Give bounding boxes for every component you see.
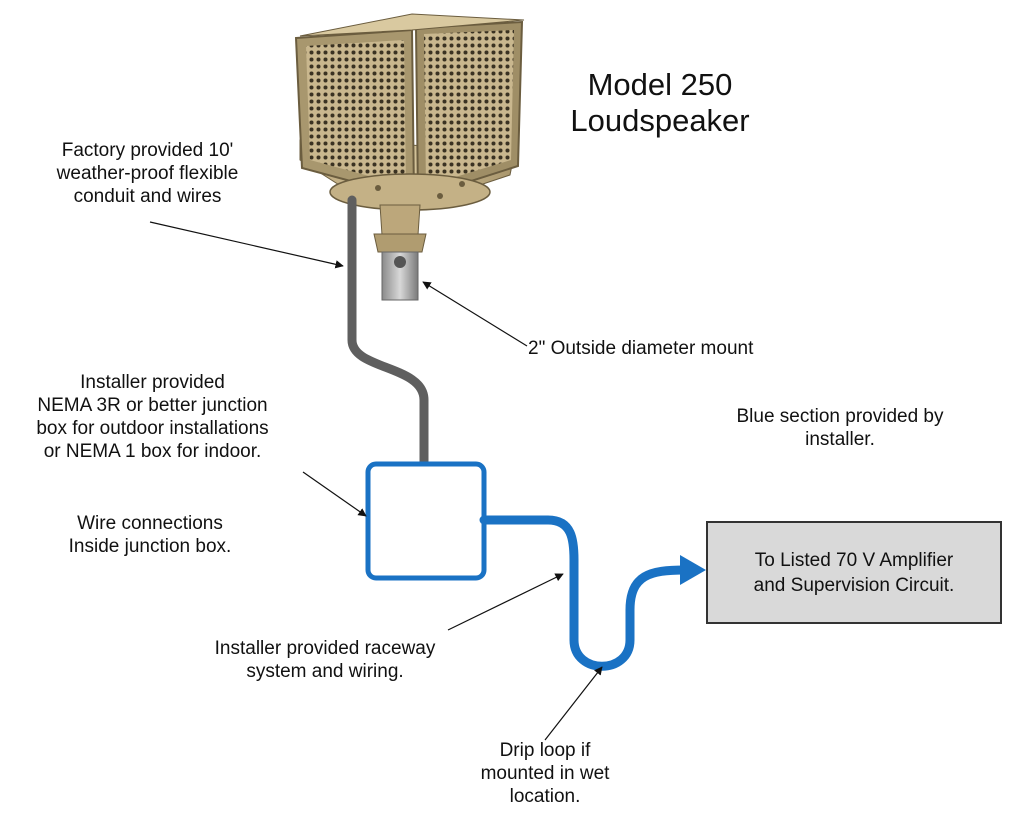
conduit-label-line3: conduit and wires (73, 186, 222, 207)
amplifier-box-line2: and Supervision Circuit. (753, 574, 955, 596)
mount-label: 2" Outside diameter mount (528, 337, 828, 360)
junction-box-label-line2: NEMA 3R or better junction (37, 395, 268, 416)
raceway-label: Installer provided raceway system and wi… (180, 637, 470, 683)
junction-box-leader-arrow (302, 471, 367, 517)
raceway-arrowhead (680, 555, 706, 585)
model-title-line1: Model 250 (587, 67, 733, 102)
blue-section-label: Blue section provided by installer. (700, 405, 980, 451)
raceway-label-line1: Installer provided raceway (214, 638, 436, 659)
junction-box-label: Installer provided NEMA 3R or better jun… (0, 371, 305, 463)
drip-loop-label-line3: location. (509, 786, 581, 807)
model-title: Model 250 Loudspeaker (540, 67, 780, 139)
wire-connections-label-line2: Inside junction box. (68, 536, 232, 557)
conduit-leader-arrow (149, 221, 344, 269)
drip-loop-leader-arrow (544, 666, 603, 741)
raceway-leader-arrow (447, 573, 564, 631)
conduit-label-line1: Factory provided 10' (61, 140, 234, 161)
installer-raceway (479, 515, 690, 671)
junction-box-label-line4: or NEMA 1 box for indoor. (43, 441, 262, 462)
loudspeaker-image (294, 13, 525, 301)
conduit-label-line2: weather-proof flexible (56, 163, 239, 184)
raceway-label-line2: system and wiring. (246, 661, 404, 682)
factory-conduit (347, 195, 429, 469)
drip-loop-label-line1: Drip loop if (499, 740, 591, 761)
amplifier-box-line1: To Listed 70 V Amplifier (754, 549, 954, 571)
drip-loop-label: Drip loop if mounted in wet location. (470, 739, 620, 808)
wire-connections-label-line1: Wire connections (77, 513, 223, 534)
model-title-line2: Loudspeaker (570, 103, 750, 138)
blue-section-label-line1: Blue section provided by (736, 406, 944, 427)
junction-box-label-line1: Installer provided (80, 372, 225, 393)
wire-connections-label: Wire connections Inside junction box. (40, 512, 260, 558)
amplifier-box: To Listed 70 V Amplifier and Supervision… (706, 521, 1002, 624)
junction-box (365, 461, 487, 581)
mount-label-line1: 2" Outside diameter mount (528, 338, 754, 359)
conduit-label: Factory provided 10' weather-proof flexi… (20, 139, 275, 208)
drip-loop-label-line2: mounted in wet (480, 763, 610, 784)
mount-leader-arrow (422, 281, 528, 347)
junction-box-label-line3: box for outdoor installations (36, 418, 269, 439)
blue-section-label-line2: installer. (805, 429, 875, 450)
